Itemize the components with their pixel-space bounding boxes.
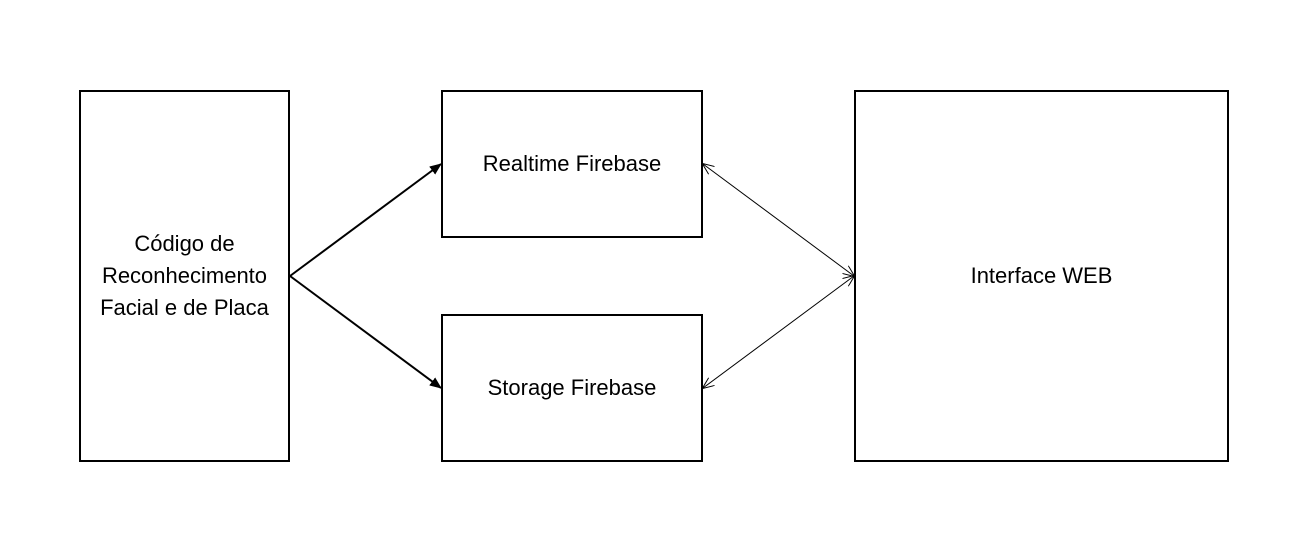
node-realtime-firebase-label: Realtime Firebase bbox=[482, 151, 662, 176]
edge-code-to-realtime bbox=[289, 163, 442, 277]
node-label-line: Código de bbox=[134, 231, 235, 256]
node-label-line: Facial e de Placa bbox=[100, 295, 269, 320]
edge-code-to-storage bbox=[289, 275, 442, 389]
node-web-interface-label: Interface WEB bbox=[970, 263, 1113, 288]
edge-realtime-web-bidirectional bbox=[703, 164, 854, 276]
node-recognition-code: Código de Reconhecimento Facial e de Pla… bbox=[79, 90, 290, 462]
node-label-line: Reconhecimento bbox=[101, 263, 268, 288]
node-web-interface: Interface WEB bbox=[854, 90, 1229, 462]
node-storage-firebase-label: Storage Firebase bbox=[487, 375, 657, 400]
node-storage-firebase: Storage Firebase bbox=[441, 314, 703, 462]
edge-storage-web-bidirectional bbox=[703, 276, 854, 388]
node-realtime-firebase: Realtime Firebase bbox=[441, 90, 703, 238]
node-recognition-code-label: Código de Reconhecimento Facial e de Pla… bbox=[100, 228, 269, 324]
